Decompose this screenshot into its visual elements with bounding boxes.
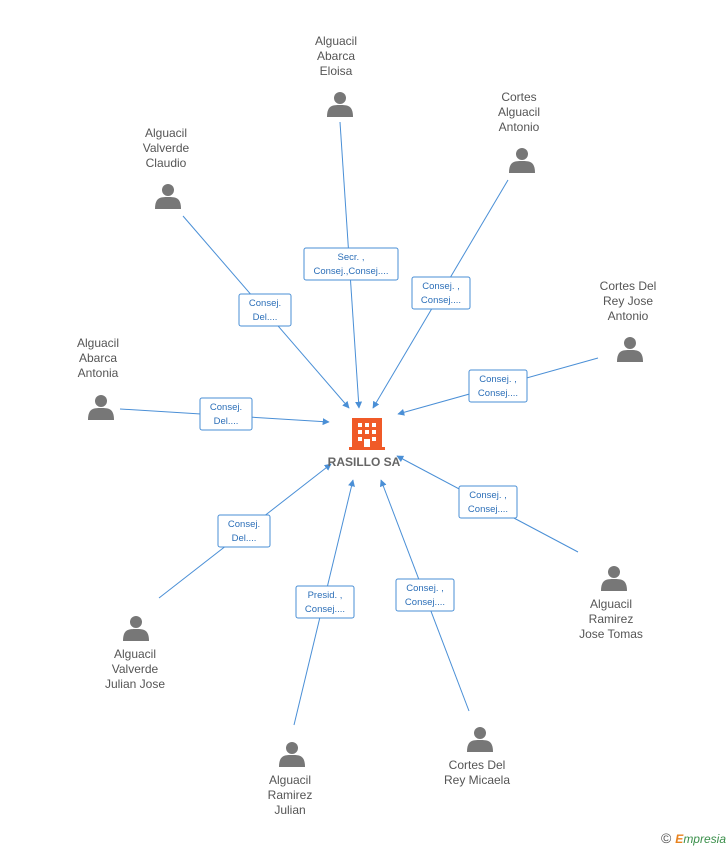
- person-icon: [467, 727, 493, 752]
- person-name-line: Claudio: [146, 156, 187, 170]
- role-text: Presid. ,: [308, 590, 343, 601]
- person-name-line: Ramirez: [268, 788, 313, 802]
- role-text: Consej....: [478, 388, 518, 399]
- company-name: RASILLO SA: [328, 455, 401, 469]
- role-badge[interactable]: Presid. , Consej....: [295, 585, 355, 619]
- person-name-line: Antonio: [608, 309, 649, 323]
- role-text: Consej.: [210, 402, 242, 413]
- role-text: Del....: [232, 533, 257, 544]
- role-badge[interactable]: Consej. , Consej....: [468, 369, 528, 403]
- role-text: Consej....: [405, 597, 445, 608]
- person-name-line: Julian: [274, 803, 305, 817]
- person-name-line: Alguacil: [498, 105, 540, 119]
- brand-initial: E: [675, 832, 684, 846]
- role-text: Consej.,Consej....: [314, 266, 389, 277]
- person-icon: [617, 337, 643, 362]
- role-text: Consej. ,: [406, 583, 444, 594]
- person-name-line: Abarca: [79, 351, 117, 365]
- person-name-line: Rey Jose: [603, 294, 653, 308]
- role-text: Del....: [214, 416, 239, 427]
- role-text: Consej. ,: [422, 281, 460, 292]
- company-node[interactable]: RASILLO SA: [328, 418, 401, 469]
- building-icon: [349, 418, 385, 450]
- role-badge[interactable]: Consej. , Consej....: [458, 485, 518, 519]
- role-badge[interactable]: Consej. Del....: [217, 514, 271, 548]
- person-icon: [155, 184, 181, 209]
- role-text: Consej. ,: [469, 490, 507, 501]
- person-name-line: Rey Micaela: [444, 773, 510, 787]
- footer-brand: ©Empresia: [661, 830, 726, 846]
- role-badge[interactable]: Consej. , Consej....: [411, 276, 471, 310]
- person-name-line: Jose Tomas: [579, 627, 643, 641]
- person-name-line: Alguacil: [269, 773, 311, 787]
- role-text: Consej....: [305, 604, 345, 615]
- person-icon: [327, 92, 353, 117]
- person-name-line: Cortes Del: [449, 758, 506, 772]
- person-name-line: Cortes: [501, 90, 536, 104]
- role-text: Consej. ,: [479, 374, 517, 385]
- person-icon: [123, 616, 149, 641]
- person-icon: [509, 148, 535, 173]
- person-name-line: Alguacil: [315, 34, 357, 48]
- person-name-line: Alguacil: [145, 126, 187, 140]
- role-text: Consej.: [249, 298, 281, 309]
- person-name-line: Abarca: [317, 49, 355, 63]
- copyright-icon: ©: [660, 830, 672, 846]
- brand-name: mpresia: [683, 832, 726, 846]
- role-text: Consej.: [228, 519, 260, 530]
- role-text: Del....: [253, 312, 278, 323]
- person-name-line: Julian Jose: [105, 677, 165, 691]
- role-badge[interactable]: Consej. Del....: [199, 397, 253, 431]
- person-name-line: Antonio: [499, 120, 540, 134]
- person-icon: [88, 395, 114, 420]
- person-icon: [279, 742, 305, 767]
- person-name-line: Cortes Del: [600, 279, 657, 293]
- person-name-line: Ramirez: [589, 612, 634, 626]
- role-badge[interactable]: Secr. , Consej.,Consej....: [303, 247, 399, 281]
- role-badge[interactable]: Consej. Del....: [238, 293, 292, 327]
- person-icon: [601, 566, 627, 591]
- person-name-line: Eloisa: [320, 64, 353, 78]
- role-text: Secr. ,: [338, 252, 365, 263]
- person-name-line: Antonia: [78, 366, 119, 380]
- role-badge[interactable]: Consej. , Consej....: [395, 578, 455, 612]
- person-name-line: Valverde: [143, 141, 190, 155]
- role-text: Consej....: [421, 295, 461, 306]
- person-name-line: Alguacil: [590, 597, 632, 611]
- person-name-line: Alguacil: [114, 647, 156, 661]
- person-name-line: Valverde: [112, 662, 159, 676]
- role-text: Consej....: [468, 504, 508, 515]
- person-name-line: Alguacil: [77, 336, 119, 350]
